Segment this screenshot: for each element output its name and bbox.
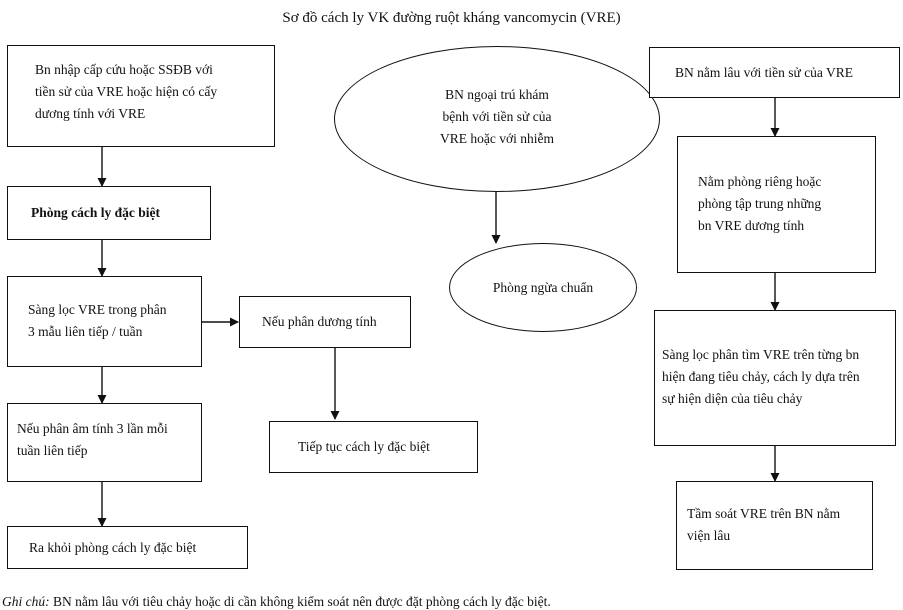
- diagram-title: Sơ đồ cách ly VK đường ruột kháng vancom…: [282, 10, 621, 26]
- continue-isolation-box: Tiếp tục cách ly đặc biệt: [269, 421, 478, 473]
- diarrhea-screening-box: Sàng lọc phân tìm VRE trên từng bn hiện …: [654, 310, 896, 446]
- footnote-text: BN nằm lâu với tiêu chảy hoặc di cần khô…: [49, 594, 551, 609]
- footnote: Ghi chú: BN nằm lâu với tiêu chảy hoặc d…: [2, 594, 551, 610]
- negative-result-line: Nếu phân âm tính 3 lần mỗi: [17, 421, 168, 436]
- outpatient-line: VRE hoặc với nhiễm: [440, 131, 554, 146]
- special-isolation-room-box: Phòng cách ly đặc biệt: [7, 186, 211, 240]
- outpatient-ellipse: BN ngoại trú khám bệnh với tiền sử của V…: [334, 46, 660, 192]
- admission-box: Bn nhập cấp cứu hoặc SSĐB với tiền sử củ…: [7, 45, 275, 147]
- private-room-line: phòng tập trung những: [698, 196, 822, 211]
- admission-line: tiền sử của VRE hoặc hiện có cấy: [35, 84, 218, 99]
- special-isolation-room-label: Phòng cách ly đặc biệt: [31, 205, 161, 220]
- admission-line: dương tính với VRE: [35, 106, 146, 121]
- outpatient-line: bệnh với tiền sử của: [442, 109, 552, 124]
- standard-precautions-label: Phòng ngừa chuẩn: [492, 280, 594, 295]
- standard-precautions-ellipse: Phòng ngừa chuẩn: [449, 243, 637, 332]
- diarrhea-screening-line: hiện đang tiêu chảy, cách ly dựa trên: [662, 369, 860, 384]
- surveillance-line: viện lâu: [687, 528, 731, 543]
- private-room-line: bn VRE dương tính: [698, 218, 805, 233]
- private-room-line: Nằm phòng riêng hoặc: [698, 174, 822, 189]
- diarrhea-screening-line: Sàng lọc phân tìm VRE trên từng bn: [662, 347, 860, 362]
- positive-result-label: Nếu phân dương tính: [262, 314, 377, 329]
- long-stay-box: BN nằm lâu với tiền sử của VRE: [649, 47, 900, 98]
- stool-screening-line: Sàng lọc VRE trong phân: [28, 302, 167, 317]
- surveillance-line: Tầm soát VRE trên BN nằm: [687, 506, 841, 521]
- discharge-label: Ra khỏi phòng cách ly đặc biệt: [29, 540, 197, 555]
- negative-result-box: Nếu phân âm tính 3 lần mỗi tuần liên tiế…: [7, 403, 202, 482]
- stool-screening-box: Sàng lọc VRE trong phân 3 mẫu liên tiếp …: [7, 276, 202, 367]
- long-stay-label: BN nằm lâu với tiền sử của VRE: [675, 65, 854, 80]
- stool-screening-line: 3 mẫu liên tiếp / tuần: [28, 324, 143, 339]
- private-room-box: Nằm phòng riêng hoặc phòng tập trung nhữ…: [677, 136, 876, 273]
- positive-result-box: Nếu phân dương tính: [239, 296, 411, 348]
- discharge-box: Ra khỏi phòng cách ly đặc biệt: [7, 526, 248, 569]
- negative-result-line: tuần liên tiếp: [17, 443, 88, 458]
- continue-isolation-label: Tiếp tục cách ly đặc biệt: [298, 439, 430, 454]
- diarrhea-screening-line: sự hiện diện của tiêu chảy: [662, 391, 803, 406]
- footnote-lead: Ghi chú:: [2, 594, 50, 609]
- surveillance-box: Tầm soát VRE trên BN nằm viện lâu: [676, 481, 873, 570]
- outpatient-line: BN ngoại trú khám: [445, 87, 549, 102]
- admission-line: Bn nhập cấp cứu hoặc SSĐB với: [35, 62, 213, 77]
